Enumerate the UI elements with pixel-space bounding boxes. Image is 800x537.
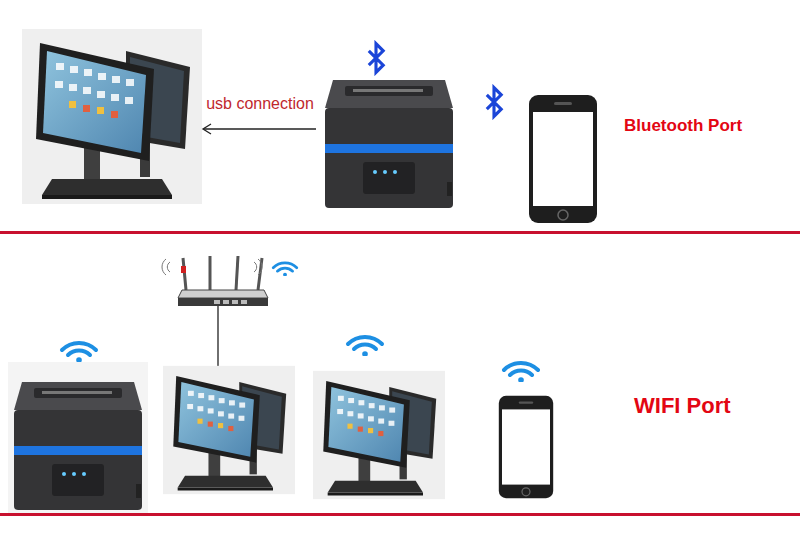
photo-ground: [8, 362, 148, 514]
wifi-icon: [62, 343, 96, 363]
network-cable: [217, 306, 218, 372]
connection-label: usb connection: [204, 94, 316, 113]
divider-line: [0, 513, 800, 516]
label-holder: usb connection: [204, 94, 316, 113]
usb-arrow: [203, 124, 316, 134]
bluetooth-icon: [369, 44, 383, 73]
thermal-printer: [325, 80, 453, 208]
section-title: WIFI Port: [634, 393, 731, 419]
divider-line: [0, 231, 800, 234]
section-title: Bluetooth Port: [624, 116, 742, 136]
pos-terminal: [163, 366, 295, 494]
smartphone: [529, 95, 597, 223]
wifi-icon: [273, 263, 297, 277]
smartphone: [499, 396, 553, 498]
thermal-printer: [14, 382, 142, 510]
label-holder: WIFI Port: [634, 393, 731, 419]
bluetooth-icon: [487, 88, 501, 117]
wifi-icon: [348, 337, 382, 357]
signal-waves: [162, 259, 262, 275]
pos-terminal: [22, 29, 202, 204]
label-holder: Bluetooth Port: [624, 116, 742, 136]
router: [178, 256, 268, 306]
pos-terminal: [313, 371, 445, 499]
wifi-icon: [504, 363, 538, 383]
